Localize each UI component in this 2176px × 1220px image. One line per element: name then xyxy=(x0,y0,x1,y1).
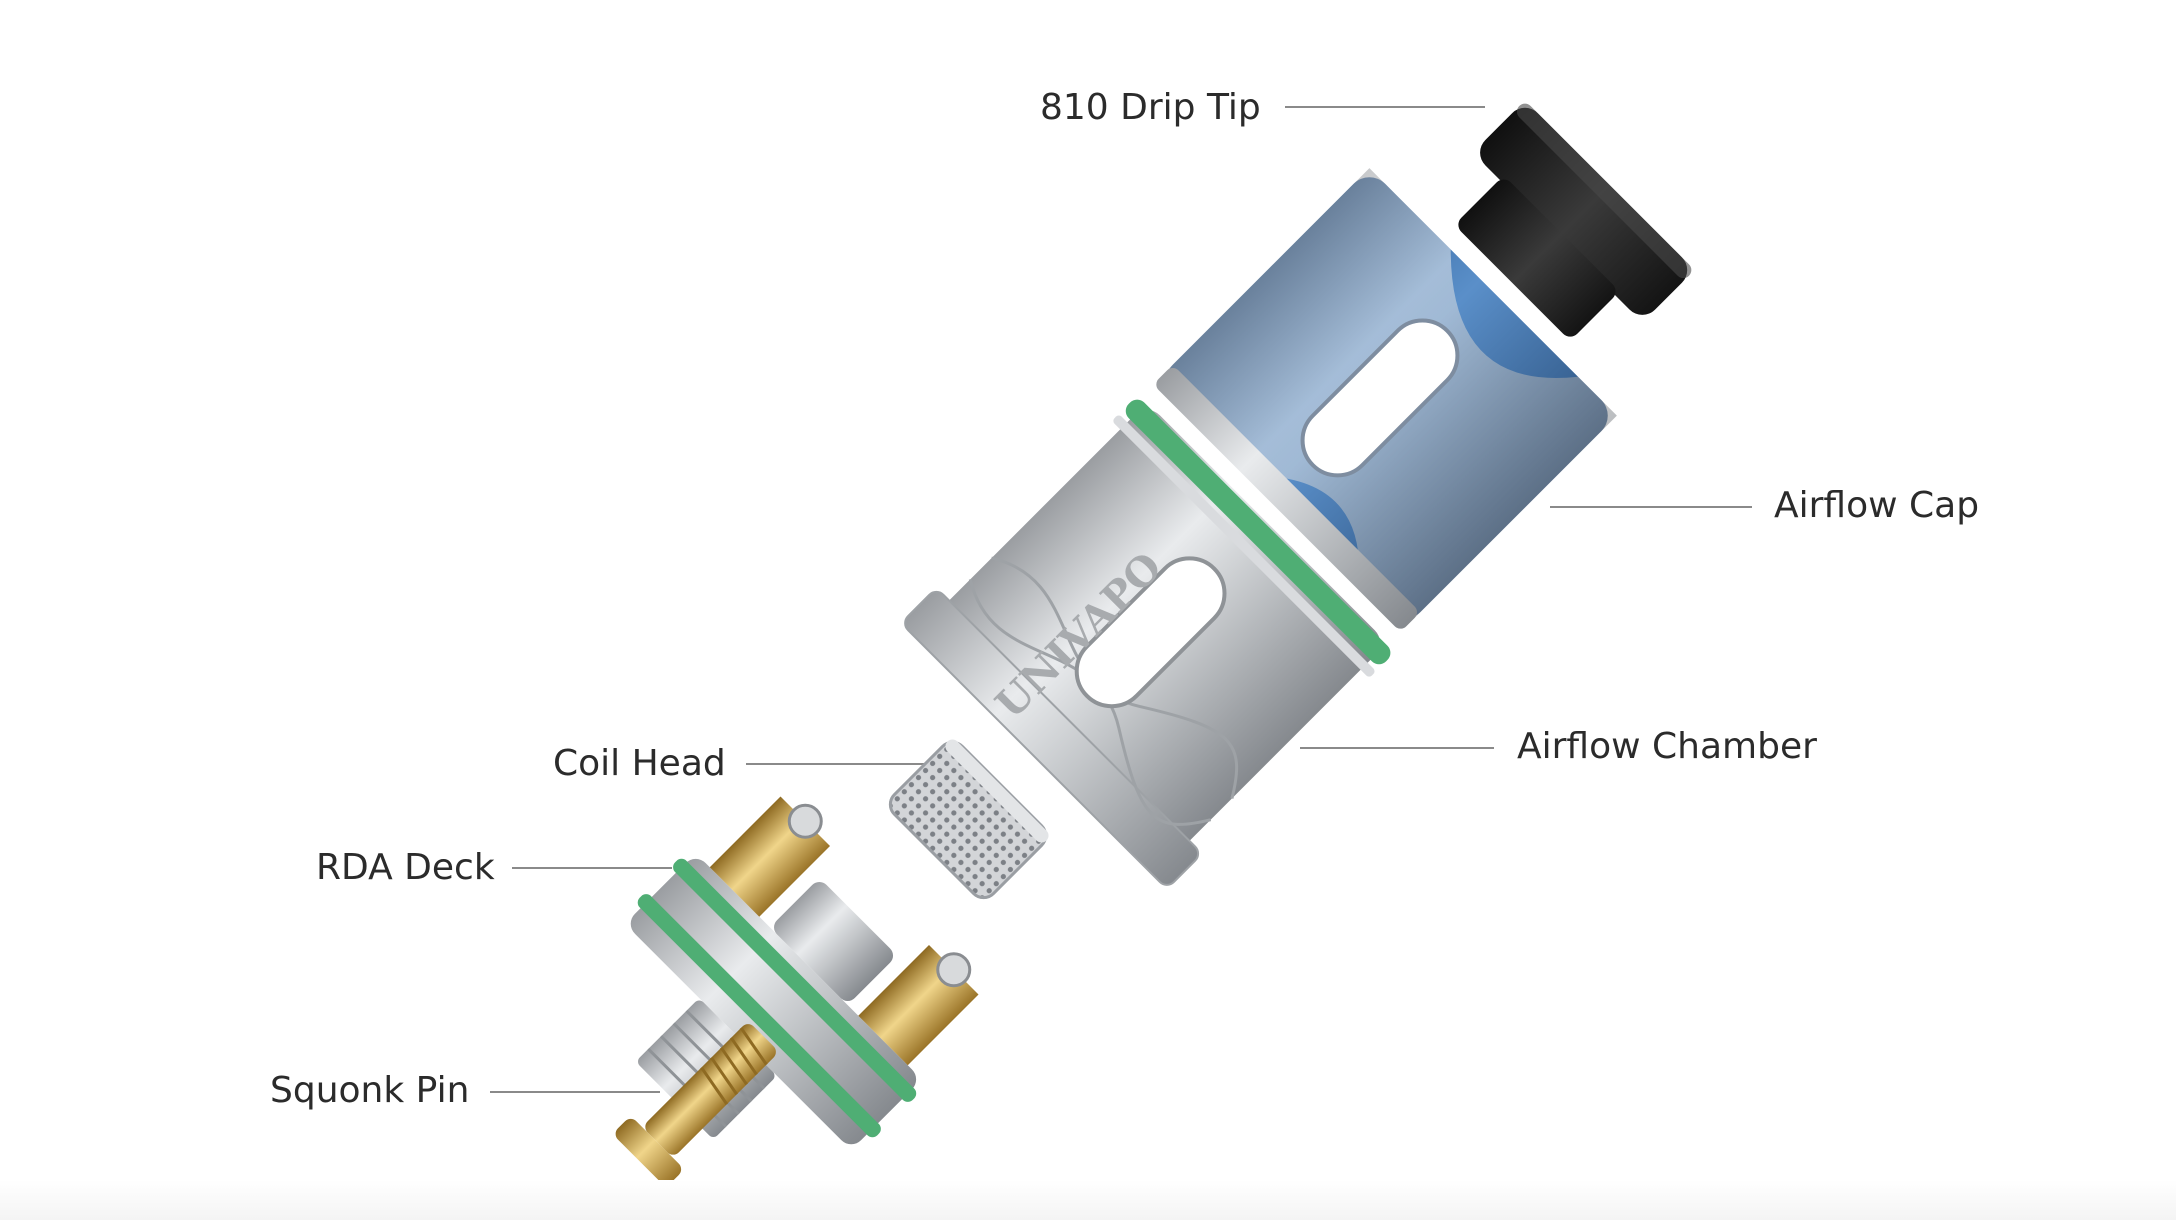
drip-tip-part xyxy=(1458,103,1692,337)
airflow-chamber-part: UNIVAPO xyxy=(904,399,1391,886)
label-airflow-chamber: Airflow Chamber xyxy=(1517,726,1817,767)
label-coil-head: Coil Head xyxy=(553,743,726,784)
label-rda-deck: RDA Deck xyxy=(316,847,495,888)
label-airflow-cap: Airflow Cap xyxy=(1774,485,1980,526)
coil-head-part xyxy=(888,739,1049,900)
squonk-pin-part xyxy=(615,1024,776,1185)
bottom-fade xyxy=(0,1180,2176,1220)
label-squonk-pin: Squonk Pin xyxy=(270,1070,470,1111)
leader-lines xyxy=(490,106,1752,1093)
rda-deck-part xyxy=(630,796,979,1145)
label-drip-tip: 810 Drip Tip xyxy=(1040,87,1261,128)
airflow-cap-part xyxy=(1156,168,1617,629)
